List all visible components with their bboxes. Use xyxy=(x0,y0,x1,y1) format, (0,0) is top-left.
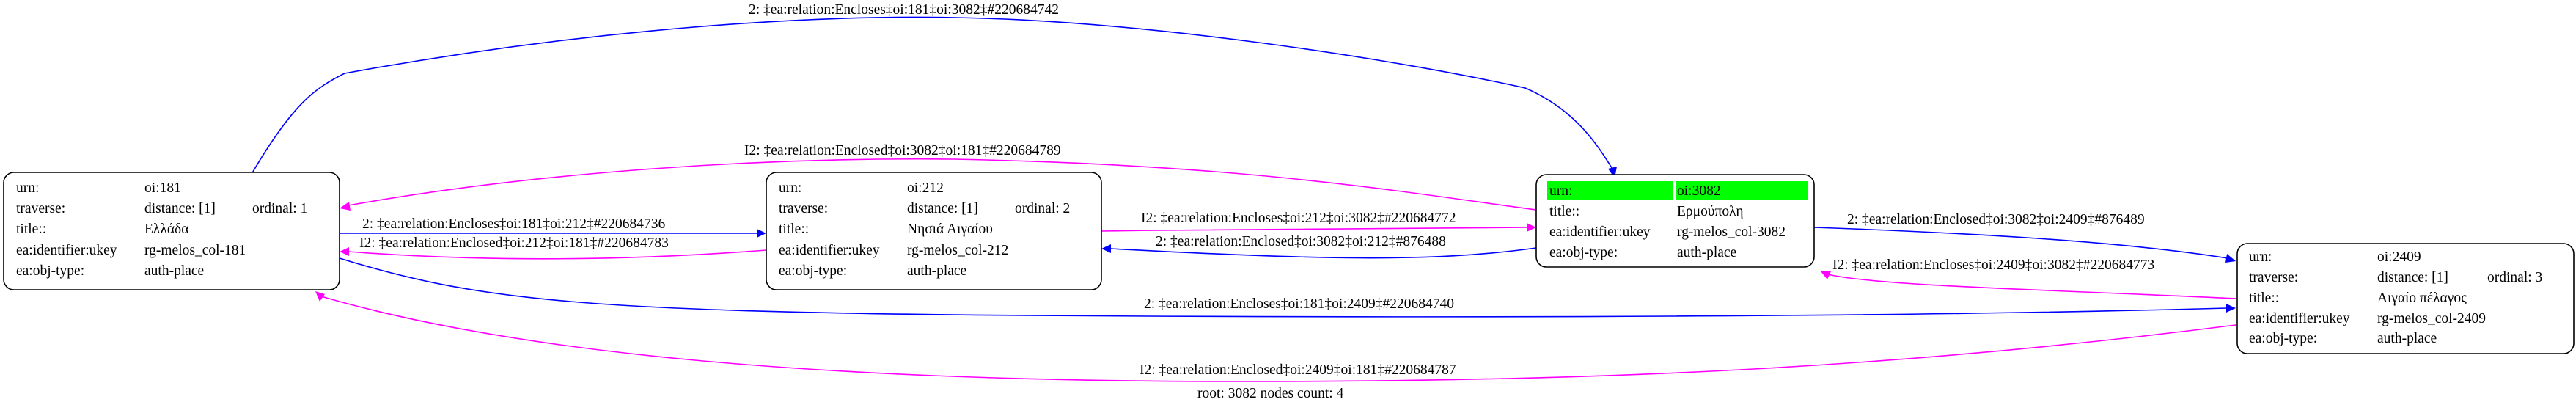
field-value: distance: [1] xyxy=(2377,270,2448,285)
edge-label: 2: ‡ea:relation:Encloses‡oi:181‡oi:2409‡… xyxy=(1144,296,1454,312)
field-label: title:: xyxy=(2249,290,2279,306)
field-label: traverse: xyxy=(16,201,65,216)
node-box xyxy=(766,172,1102,290)
edge-3082-181[interactable]: I2: ‡ea:relation:Enclosed‡oi:3082‡oi:181… xyxy=(340,143,1537,211)
field-label: ea:identifier:ukey xyxy=(16,243,117,258)
arrowhead-icon xyxy=(1821,271,1831,279)
edge-3082-2409[interactable]: 2: ‡ea:relation:Enclosed‡oi:3082‡oi:2409… xyxy=(1813,212,2236,263)
root-highlight xyxy=(1676,181,1808,200)
field-value: ordinal: 1 xyxy=(252,201,307,216)
field-label: ea:identifier:ukey xyxy=(1549,224,1651,240)
edge-212-181[interactable]: I2: ‡ea:relation:Enclosed‡oi:212‡oi:181‡… xyxy=(340,235,767,260)
field-value: auth-place xyxy=(907,263,966,279)
edge-label: 2: ‡ea:relation:Encloses‡oi:181‡oi:3082‡… xyxy=(749,2,1059,18)
field-label: title:: xyxy=(16,222,46,237)
field-label: ea:obj-type: xyxy=(779,263,847,279)
arrowhead-icon xyxy=(2225,254,2236,263)
field-label: urn: xyxy=(16,180,39,196)
field-value: auth-place xyxy=(1677,245,1736,260)
node-212[interactable]: urn: oi:212 traverse: distance: [1] ordi… xyxy=(766,172,1102,290)
arrowhead-icon xyxy=(340,202,351,211)
field-value: rg-melos_col-2409 xyxy=(2377,311,2486,326)
field-value: oi:3082 xyxy=(1677,183,1721,199)
node-2409[interactable]: urn: oi:2409 traverse: distance: [1] ord… xyxy=(2236,243,2575,354)
field-value: ordinal: 3 xyxy=(2487,270,2542,285)
node-181[interactable]: urn: oi:181 traverse: distance: [1] ordi… xyxy=(3,172,340,290)
arrowhead-icon xyxy=(1101,244,1111,253)
field-label: urn: xyxy=(1549,183,1572,199)
root-highlight xyxy=(1547,181,1673,200)
field-label: ea:obj-type: xyxy=(2249,331,2317,346)
field-value: Νησιά Αιγαίου xyxy=(907,222,993,237)
field-value: rg-melos_col-181 xyxy=(144,243,246,258)
edge-181-212[interactable]: 2: ‡ea:relation:Encloses‡oi:181‡oi:212‡#… xyxy=(340,216,766,238)
field-value: oi:212 xyxy=(907,180,944,196)
edge-181-2409[interactable]: 2: ‡ea:relation:Encloses‡oi:181‡oi:2409‡… xyxy=(339,257,2236,318)
field-label: urn: xyxy=(779,180,801,196)
edge-2409-181[interactable]: I2: ‡ea:relation:Enclosed‡oi:2409‡oi:181… xyxy=(315,291,2236,382)
arrowhead-icon xyxy=(1527,223,1536,232)
field-label: traverse: xyxy=(779,201,828,216)
field-value: Αιγαίο πέλαγος xyxy=(2377,290,2467,306)
field-label: title:: xyxy=(1549,204,1579,219)
field-label: ea:obj-type: xyxy=(1549,245,1618,260)
arrowhead-icon xyxy=(340,247,349,256)
edge-label: I2: ‡ea:relation:Encloses‡oi:212‡oi:3082… xyxy=(1141,211,1456,226)
arrowhead-icon xyxy=(315,291,325,302)
arrowhead-icon xyxy=(757,229,766,238)
field-value: oi:2409 xyxy=(2377,249,2421,265)
field-value: oi:181 xyxy=(144,180,181,196)
field-label: ea:identifier:ukey xyxy=(779,243,880,258)
edge-label: I2: ‡ea:relation:Enclosed‡oi:212‡oi:181‡… xyxy=(359,235,669,251)
node-box xyxy=(3,172,340,290)
field-value: auth-place xyxy=(144,263,204,279)
edge-label: 2: ‡ea:relation:Enclosed‡oi:3082‡oi:212‡… xyxy=(1156,234,1446,249)
field-value: ordinal: 2 xyxy=(1015,201,1070,216)
edge-label: I2: ‡ea:relation:Enclosed‡oi:2409‡oi:181… xyxy=(1140,362,1456,378)
field-value: Ερμούπολη xyxy=(1677,204,1744,219)
field-value: rg-melos_col-3082 xyxy=(1677,224,1786,240)
edge-3082-212[interactable]: 2: ‡ea:relation:Enclosed‡oi:3082‡oi:212‡… xyxy=(1101,234,1537,259)
field-value: Ελλάδα xyxy=(144,222,188,237)
edge-label: 2: ‡ea:relation:Encloses‡oi:181‡oi:212‡#… xyxy=(362,216,665,232)
field-label: ea:identifier:ukey xyxy=(2249,311,2350,326)
edge-212-3082[interactable]: I2: ‡ea:relation:Encloses‡oi:212‡oi:3082… xyxy=(1101,211,1536,232)
field-value: distance: [1] xyxy=(144,201,216,216)
edge-label: I2: ‡ea:relation:Encloses‡oi:2409‡oi:308… xyxy=(1832,257,2154,273)
field-value: distance: [1] xyxy=(907,201,978,216)
arrowhead-icon xyxy=(2226,304,2236,313)
field-label: traverse: xyxy=(2249,270,2298,285)
edge-label: 2: ‡ea:relation:Enclosed‡oi:3082‡oi:2409… xyxy=(1847,212,2145,227)
node-3082-root[interactable]: urn: oi:3082 title:: Ερμούπολη ea:identi… xyxy=(1535,174,1815,268)
field-value: rg-melos_col-212 xyxy=(907,243,1008,258)
graph-footer: root: 3082 nodes count: 4 xyxy=(1197,386,1344,401)
field-label: ea:obj-type: xyxy=(16,263,84,279)
node-box xyxy=(2236,243,2575,354)
edge-label: I2: ‡ea:relation:Enclosed‡oi:3082‡oi:181… xyxy=(744,143,1061,158)
field-label: title:: xyxy=(779,222,809,237)
edge-2409-3082[interactable]: I2: ‡ea:relation:Encloses‡oi:2409‡oi:308… xyxy=(1821,257,2236,299)
field-value: auth-place xyxy=(2377,331,2437,346)
field-label: urn: xyxy=(2249,249,2272,265)
